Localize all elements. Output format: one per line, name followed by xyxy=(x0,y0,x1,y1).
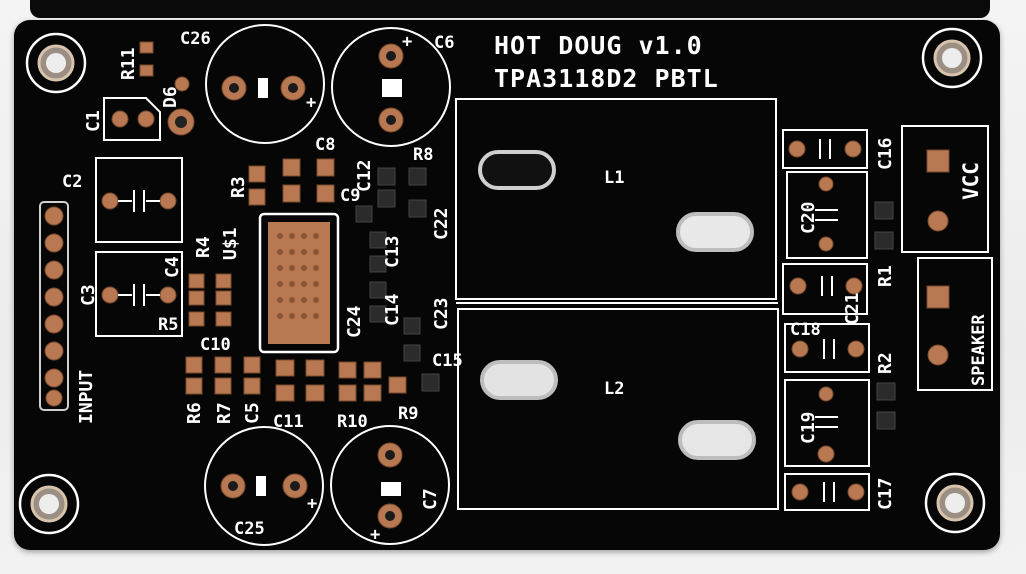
mounting-hole-top-right xyxy=(921,27,983,89)
ref-c15: C15 xyxy=(432,351,463,371)
ref-c9: C9 xyxy=(340,186,360,206)
smd-pads-dark xyxy=(355,167,896,430)
ref-c10: C10 xyxy=(200,335,231,355)
label-speaker: SPEAKER xyxy=(969,314,989,386)
capacitor-c16 xyxy=(782,129,868,169)
ref-c22: C22 xyxy=(431,207,452,240)
ref-r5: R5 xyxy=(158,315,178,335)
ref-r1: R1 xyxy=(875,265,896,287)
ref-c5: C5 xyxy=(242,402,263,424)
ref-r2: R2 xyxy=(875,352,896,374)
ref-l1: L1 xyxy=(604,168,624,188)
terminal-speaker xyxy=(917,257,993,391)
board-subtitle: TPA3118D2 PBTL xyxy=(494,64,719,93)
ref-c20: C20 xyxy=(798,201,819,234)
ref-c13: C13 xyxy=(382,235,403,268)
ref-c7: C7 xyxy=(420,488,441,510)
polarity-plus-c25: + xyxy=(307,494,317,514)
label-vcc: VCC xyxy=(959,162,983,200)
pcb-board xyxy=(14,20,1000,550)
mounting-hole-bottom-right xyxy=(924,472,986,534)
ref-c14: C14 xyxy=(382,293,403,326)
polarity-plus-c26: + xyxy=(306,93,316,113)
ref-c16: C16 xyxy=(875,137,896,170)
ref-c25: C25 xyxy=(234,519,265,539)
capacitor-c26-electrolytic: + xyxy=(205,24,325,144)
ref-c21: C21 xyxy=(842,292,863,325)
capacitor-c6-electrolytic: + xyxy=(331,27,451,147)
board-title: HOT DOUG v1.0 xyxy=(494,31,703,60)
ref-r8: R8 xyxy=(413,145,433,165)
capacitor-c7-electrolytic: + xyxy=(330,425,450,545)
ref-l2: L2 xyxy=(604,379,624,399)
ref-c3: C3 xyxy=(78,284,99,306)
ref-c1: C1 xyxy=(83,110,104,132)
ref-c6: C6 xyxy=(434,33,454,53)
inductor-l1: L1 xyxy=(455,98,777,300)
polarity-plus-c7: + xyxy=(370,525,380,545)
ref-r9: R9 xyxy=(398,404,418,424)
ref-c24: C24 xyxy=(344,305,365,338)
terminal-vcc xyxy=(901,125,989,253)
polarity-plus-c6: + xyxy=(402,32,412,52)
mounting-hole-bottom-left xyxy=(18,473,80,535)
ref-r11: R11 xyxy=(118,47,139,80)
mounting-hole-top-left xyxy=(25,32,87,94)
capacitor-c17 xyxy=(784,473,870,511)
ic-tpa3118d2 xyxy=(258,212,340,354)
ref-r4: R4 xyxy=(193,236,214,258)
ref-c18: C18 xyxy=(790,320,821,340)
capacitor-c1 xyxy=(103,97,161,141)
capacitor-c25-electrolytic: + xyxy=(204,426,324,546)
input-header xyxy=(39,201,69,411)
ref-c8: C8 xyxy=(315,135,335,155)
ref-c17: C17 xyxy=(875,477,896,510)
ref-c4: C4 xyxy=(162,256,183,278)
ref-c11: C11 xyxy=(273,412,304,432)
ref-r7: R7 xyxy=(214,402,235,424)
adjacent-board-edge xyxy=(30,0,990,18)
capacitor-c21 xyxy=(782,263,868,315)
ref-c19: C19 xyxy=(798,411,819,444)
capacitor-c18 xyxy=(784,323,870,373)
ref-c2: C2 xyxy=(62,172,82,192)
capacitor-c2 xyxy=(95,157,183,243)
ref-r6: R6 xyxy=(184,402,205,424)
ref-c26: C26 xyxy=(180,29,211,49)
label-input: INPUT xyxy=(76,370,97,424)
ref-d6: D6 xyxy=(160,86,181,108)
ref-u1: U$1 xyxy=(220,227,241,260)
capacitor-c3 xyxy=(95,251,183,337)
ref-r10: R10 xyxy=(337,412,368,432)
ref-c12: C12 xyxy=(354,159,375,192)
ref-c23: C23 xyxy=(431,297,452,330)
ref-r3: R3 xyxy=(228,176,249,198)
diode-d6 xyxy=(139,41,195,136)
inductor-l2: L2 xyxy=(457,308,779,510)
capacitor-c20 xyxy=(786,171,868,259)
capacitor-c19 xyxy=(784,379,870,467)
smd-pads-copper xyxy=(185,158,407,402)
